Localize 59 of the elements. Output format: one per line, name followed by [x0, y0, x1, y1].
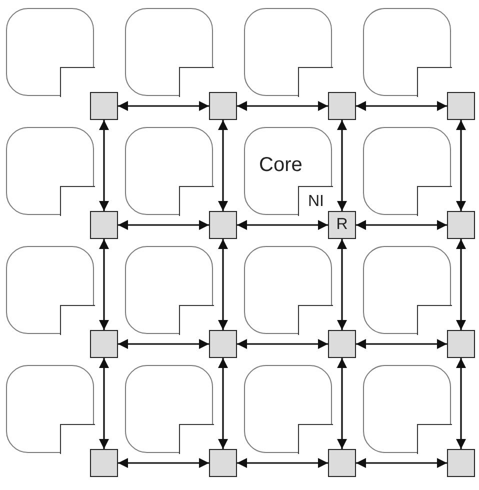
bidirectional-arrow	[337, 358, 347, 449]
bidirectional-arrow	[356, 339, 447, 349]
bidirectional-arrow	[237, 220, 328, 230]
core-box	[363, 127, 451, 215]
router-box	[447, 330, 475, 358]
core-box	[125, 246, 213, 334]
bidirectional-arrow	[237, 101, 328, 111]
core-box	[6, 365, 94, 453]
bidirectional-arrow	[237, 339, 328, 349]
core-box	[244, 127, 332, 215]
bidirectional-arrow	[456, 358, 466, 449]
router-box	[328, 92, 356, 120]
bidirectional-arrow	[237, 458, 328, 468]
core-box	[125, 365, 213, 453]
bidirectional-arrow	[99, 239, 109, 330]
core-box	[244, 8, 332, 96]
bidirectional-arrow	[218, 358, 228, 449]
router-box	[447, 211, 475, 239]
bidirectional-arrow	[337, 120, 347, 211]
ni-label: NI	[308, 192, 324, 210]
bidirectional-arrow	[456, 120, 466, 211]
bidirectional-arrow	[337, 239, 347, 330]
bidirectional-arrow	[118, 101, 209, 111]
router-box	[90, 211, 118, 239]
router-box	[209, 449, 237, 477]
router-box	[90, 449, 118, 477]
router-box	[328, 449, 356, 477]
bidirectional-arrow	[356, 101, 447, 111]
bidirectional-arrow	[356, 458, 447, 468]
core-box	[244, 365, 332, 453]
router-box	[90, 330, 118, 358]
router-label: R	[336, 216, 348, 234]
bidirectional-arrow	[218, 239, 228, 330]
bidirectional-arrow	[118, 220, 209, 230]
router-box	[447, 449, 475, 477]
router-box	[328, 330, 356, 358]
bidirectional-arrow	[99, 358, 109, 449]
router-box	[209, 211, 237, 239]
core-box	[6, 8, 94, 96]
bidirectional-arrow	[118, 339, 209, 349]
core-box	[244, 246, 332, 334]
router-box	[209, 92, 237, 120]
core-label: Core	[259, 154, 302, 177]
core-box	[6, 246, 94, 334]
core-box	[363, 8, 451, 96]
router-box	[209, 330, 237, 358]
bidirectional-arrow	[356, 220, 447, 230]
bidirectional-arrow	[99, 120, 109, 211]
core-box	[125, 8, 213, 96]
core-box	[6, 127, 94, 215]
bidirectional-arrow	[118, 458, 209, 468]
router-box	[90, 92, 118, 120]
router-box	[328, 211, 356, 239]
bidirectional-arrow	[456, 239, 466, 330]
router-box	[447, 92, 475, 120]
bidirectional-arrow	[218, 120, 228, 211]
core-box	[363, 365, 451, 453]
core-box	[125, 127, 213, 215]
core-box	[363, 246, 451, 334]
